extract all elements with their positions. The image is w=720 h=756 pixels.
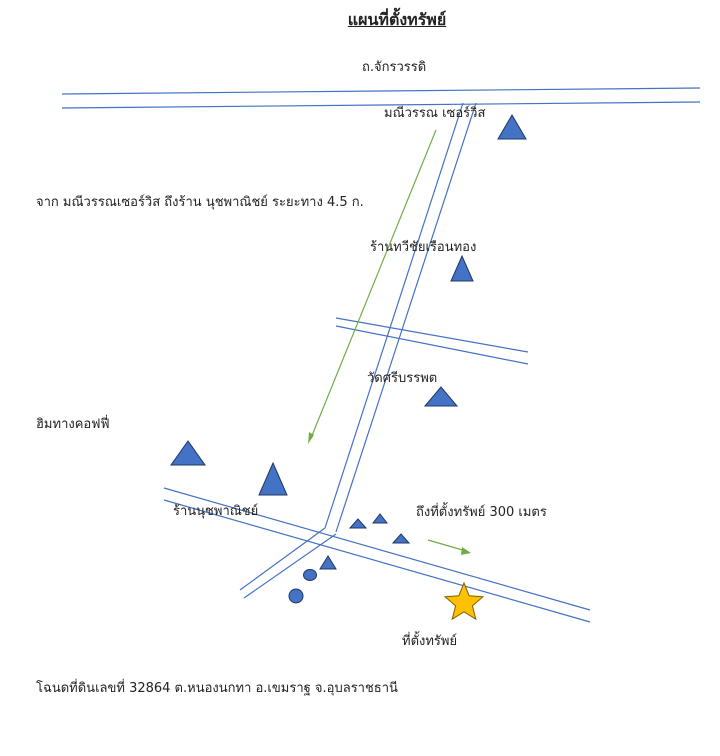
maneewan-service-label: มณีวรรณ เซอร์วิส [384,106,486,121]
main-road-label: ถ.จักรวรรดิ [362,60,427,75]
map-title: แผนที่ตั้งทรัพย์ [347,10,447,29]
nuch-shop-label: ร้านนุชพาณิชย์ [173,504,259,519]
lower-road-bottom-edge [163,499,591,623]
cross-street-bottom-edge [335,325,529,365]
star-icon [443,581,485,621]
triangle-icon [497,114,527,140]
circle-icon [288,588,304,604]
triangle-icon [450,254,474,282]
circle-icon [303,569,317,581]
coffee-shop-label: ฮิมทางคอฟฟี่ [36,417,110,432]
diagonal-road-left-edge [324,102,464,529]
main-road-bottom-edge [61,101,701,109]
deed-note: โฉนดที่ดินเลขที่ 32864 ต.หนองนกทา อ.เขมร… [36,681,398,696]
main-road-top-edge [61,87,701,95]
thawichai-shop-label: ร้านทวีชัยเรือนทอง [370,240,477,255]
temple-label: วัดศรีบรรพต [367,371,438,386]
triangle-icon [170,440,206,466]
southwest-branch-bottom-edge [243,533,337,599]
arrow-icon [308,432,314,444]
roads [61,87,701,623]
cross-street-top-edge [335,317,529,353]
arrow-icon [310,129,437,439]
triangle-icon [391,533,411,544]
diagonal-road-right-edge [335,102,477,533]
southwest-branch-top-edge [239,527,326,591]
lower-road-top-edge [163,487,591,611]
direction-arrows [308,129,471,555]
triangle-icon [348,518,368,529]
landmarks [170,114,527,604]
triangle-icon [371,513,389,524]
property-label: ที่ตั้งทรัพย์ [402,634,458,649]
distance-to-property-label: ถึงที่ตั้งทรัพย์ 300 เมตร [416,505,547,520]
arrow-icon [427,539,467,552]
triangle-icon [423,386,459,407]
triangle-icon [319,555,337,570]
triangle-icon [258,461,288,496]
route-note: จาก มณีวรรณเซอร์วิส ถึงร้าน นุชพาณิชย์ ร… [36,195,364,210]
arrow-icon [461,547,471,555]
